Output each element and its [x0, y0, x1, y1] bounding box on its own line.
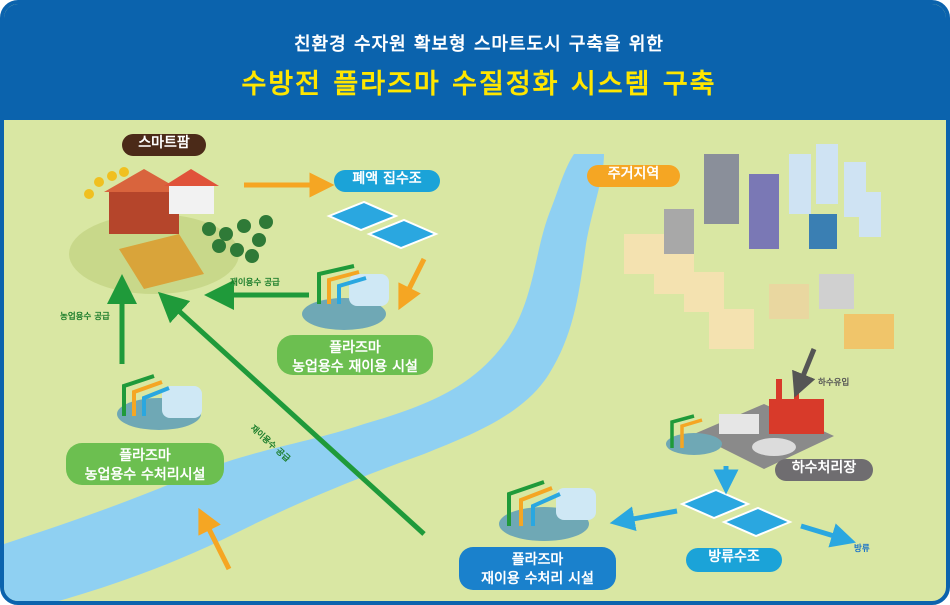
label-plasma-reuse-treatment: 플라즈마 재이용 수처리 시설	[459, 547, 616, 590]
flow-label-discharge: 방류	[854, 544, 870, 554]
arrow-discharge-out	[800, 523, 856, 548]
diagram-subtitle: 친환경 수자원 확보형 스마트도시 구축을 위한	[294, 34, 664, 55]
flow-label-reuse-supply-top: 재이용수 공급	[230, 278, 280, 288]
scene-illustration	[4, 144, 894, 601]
arrow-reuse-diag	[157, 291, 426, 536]
flow-label-agri-supply: 농업용수 공급	[60, 312, 110, 322]
plasma-agri-reuse-facility-illustration	[302, 264, 389, 330]
residential-buildings	[624, 144, 894, 349]
diagram-title: 수방전 플라즈마 수질정화 시스템 구축	[241, 69, 717, 100]
arrow-river-intake	[198, 507, 232, 571]
plasma-agri-treatment-facility-illustration	[117, 374, 202, 430]
label-waste-collection: 폐액 집수조	[334, 170, 440, 192]
label-smart-farm: 스마트팜	[122, 134, 206, 156]
label-sewage-plant: 하수처리장	[775, 459, 873, 481]
waste-collection-tanks	[326, 200, 439, 250]
flow-label-sewage-inflow: 하수유입	[818, 378, 850, 388]
header-banner: 친환경 수자원 확보형 스마트도시 구축을 위한 수방전 플라즈마 수질정화 시…	[4, 4, 946, 120]
arrow-discharge-to-reuse	[609, 506, 678, 532]
label-plasma-agri-reuse: 플라즈마 농업용수 재이용 시설	[277, 335, 433, 375]
sewage-plant-illustration	[666, 379, 834, 469]
label-plasma-agri-treatment: 플라즈마 농업용수 수처리시설	[66, 443, 224, 485]
arrow-sewage-inflow	[792, 348, 817, 398]
plasma-reuse-treatment-facility-illustration	[499, 480, 596, 541]
smart-farm-illustration	[69, 167, 273, 294]
discharge-tanks	[679, 488, 793, 538]
river	[4, 154, 604, 601]
label-discharge-tank: 방류수조	[686, 548, 782, 572]
label-residential: 주거지역	[587, 165, 680, 187]
arrow-waste-to-reuse	[398, 257, 427, 311]
